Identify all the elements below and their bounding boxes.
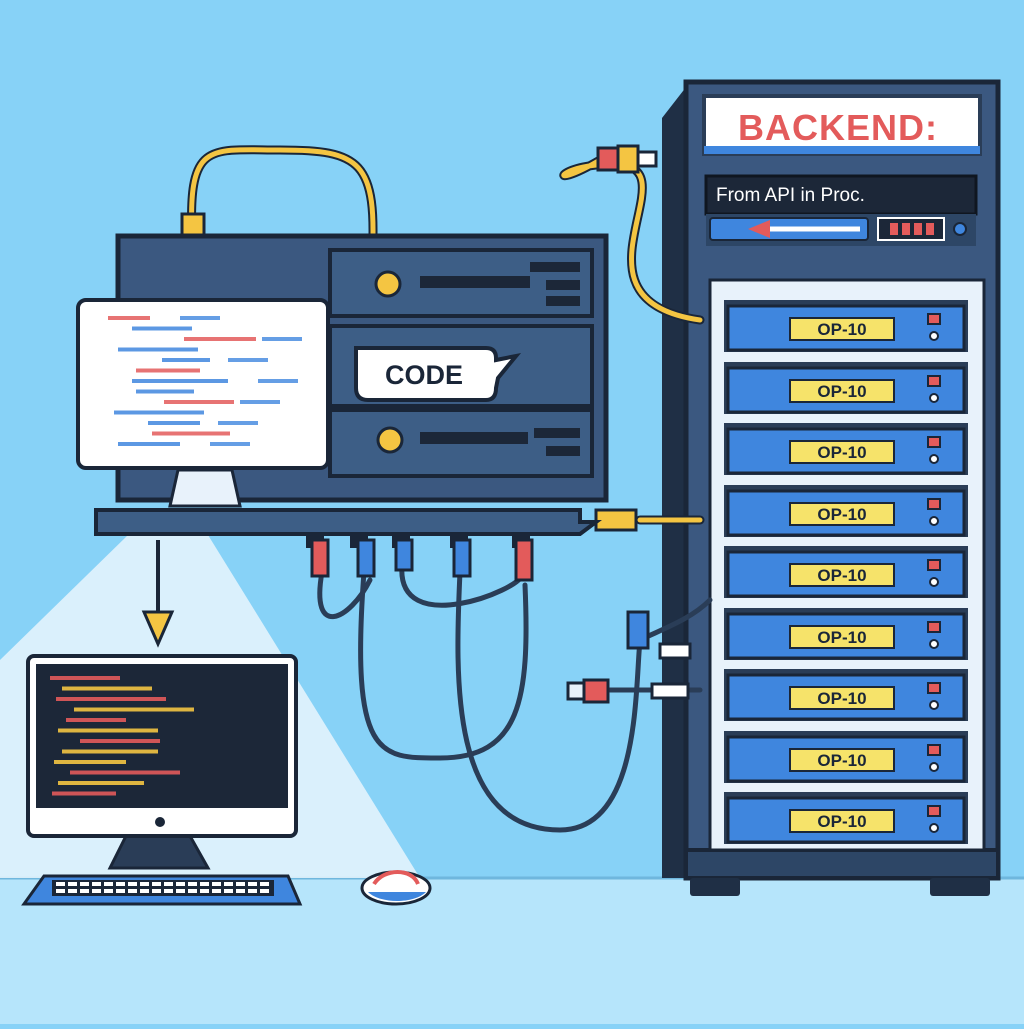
rack-unit: OP-10	[724, 608, 968, 660]
arrow-down-icon	[141, 540, 175, 648]
keyboard-icon	[21, 874, 303, 906]
rack-unit: OP-10	[724, 300, 968, 352]
rack-unit-label: OP-10	[817, 443, 866, 462]
server-rack: BACKEND: From API in Proc. OP-10OP-10OP-…	[662, 79, 1001, 896]
rack-unit: OP-10	[724, 423, 968, 475]
monitor-icon	[76, 298, 330, 508]
code-callout-label: CODE	[385, 360, 463, 390]
arrow-left-icon	[748, 220, 860, 238]
workstation-monitor	[26, 654, 298, 870]
rack-unit-label: OP-10	[817, 628, 866, 647]
rack-unit: OP-10	[724, 485, 968, 537]
rack-unit-label: OP-10	[817, 320, 866, 339]
status-text: From API in Proc.	[716, 185, 865, 206]
rack-unit: OP-10	[724, 792, 968, 844]
rack-unit-label: OP-10	[817, 751, 866, 770]
code-callout	[354, 346, 522, 402]
rack-unit-label: OP-10	[817, 382, 866, 401]
rack-unit: OP-10	[724, 546, 968, 598]
rack-unit-label: OP-10	[817, 812, 866, 831]
rack-unit: OP-10	[724, 362, 968, 414]
rack-unit: OP-10	[724, 669, 968, 721]
rack-unit-label: OP-10	[817, 566, 866, 585]
rack-unit: OP-10	[724, 731, 968, 783]
mouse-icon	[360, 870, 432, 906]
rack-unit-label: OP-10	[817, 689, 866, 708]
rack-title: BACKEND:	[738, 107, 938, 148]
rack-unit-label: OP-10	[817, 505, 866, 524]
